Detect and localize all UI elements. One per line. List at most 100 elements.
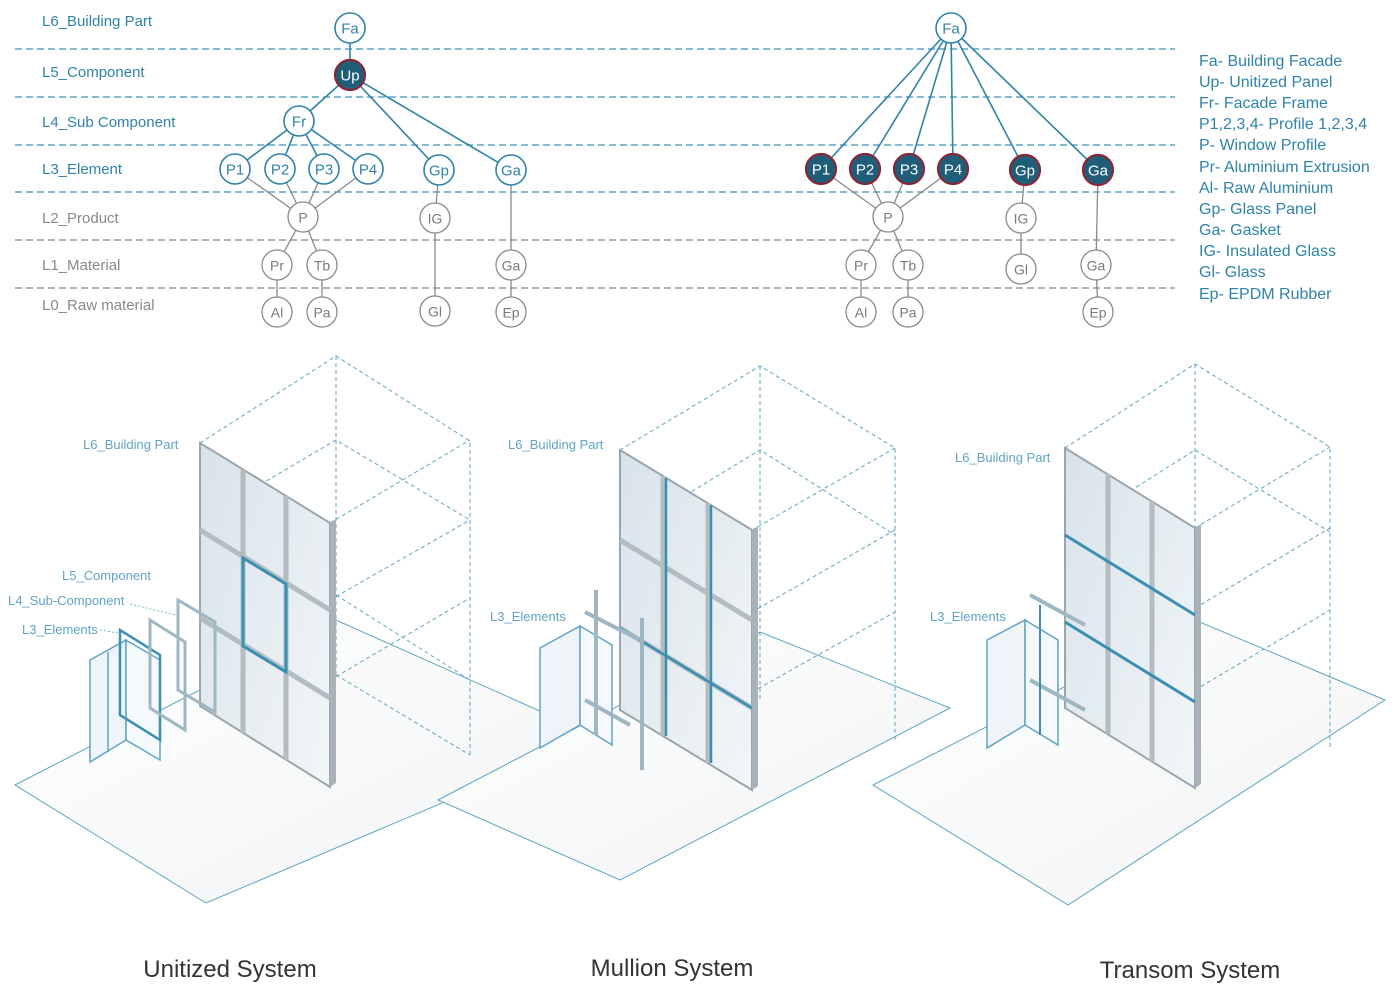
right-node-label: P1 xyxy=(812,162,830,179)
right-node-gl: Gl xyxy=(1005,253,1037,285)
right-node-label: Pr xyxy=(854,258,868,274)
right-edge-fa-p1 xyxy=(820,27,952,170)
right-node-fa: Fa xyxy=(935,12,967,44)
left-edge-up-gp xyxy=(349,74,440,171)
drawing-annotations: L6_Building Part L3_Elements xyxy=(930,450,1051,624)
legend-item-gl: Gl- Glass xyxy=(1199,264,1266,281)
right-node-p: P xyxy=(872,201,904,233)
level-separator-lines xyxy=(15,48,1175,289)
left-node-label: Pa xyxy=(313,305,330,321)
right-node-label: Fa xyxy=(942,21,960,38)
exploded-components xyxy=(986,593,1086,750)
right-node-label: Ga xyxy=(1087,258,1106,274)
facade-grid xyxy=(1105,474,1155,761)
left-node-label: Gp xyxy=(429,163,449,180)
left-node-p: P xyxy=(287,201,319,233)
right-node-label: Pa xyxy=(899,305,916,321)
legend-item-p: P- Window Profile xyxy=(1199,137,1326,154)
level-label-l3: L3_Element xyxy=(42,161,123,178)
right-node-label: Ep xyxy=(1089,305,1106,321)
legend-item-up: Up- Unitized Panel xyxy=(1199,74,1332,91)
right-node-ep: Ep xyxy=(1082,296,1114,328)
annotation-building-part: L6_Building Part xyxy=(955,450,1051,465)
left-node-ga1: Ga xyxy=(495,249,527,281)
right-node-ig: IG xyxy=(1005,202,1037,234)
left-node-label: Ga xyxy=(502,258,521,274)
left-node-fa: Fa xyxy=(334,12,366,44)
right-node-p3: P3 xyxy=(892,152,926,186)
left-node-label: Fr xyxy=(292,114,306,131)
exploded-components xyxy=(89,597,217,764)
left-node-ga: Ga xyxy=(495,154,527,186)
right-node-al: Al xyxy=(845,296,877,328)
legend-item-ig: IG- Insulated Glass xyxy=(1199,243,1336,260)
left-node-up: Up xyxy=(333,58,367,92)
caption-mullion-system: Mullion System xyxy=(591,955,754,982)
left-node-label: P1 xyxy=(226,162,244,179)
left-node-label: P4 xyxy=(359,162,377,179)
legend-item-ep: Ep- EPDM Rubber xyxy=(1199,286,1332,303)
right-node-ga: Ga xyxy=(1081,153,1115,187)
annotation-leaders xyxy=(99,603,176,636)
left-node-gl: Gl xyxy=(419,295,451,327)
volume-wireframe xyxy=(619,365,896,742)
left-node-al: Al xyxy=(261,296,293,328)
drawing-annotations: L6_Building Part L5_Component L4_Sub-Com… xyxy=(8,437,179,637)
left-node-label: P2 xyxy=(271,162,289,179)
facade-edge xyxy=(330,519,336,787)
right-edge-fa-gp xyxy=(950,27,1026,171)
highlighted-transoms xyxy=(1064,533,1196,704)
right-node-label: Al xyxy=(855,305,867,321)
left-node-tb: Tb xyxy=(306,249,338,281)
left-node-label: Up xyxy=(340,68,359,85)
right-node-label: P2 xyxy=(856,162,874,179)
right-node-p2: P2 xyxy=(848,152,882,186)
left-node-p3: P3 xyxy=(308,153,340,185)
right-node-label: P4 xyxy=(944,162,962,179)
left-node-label: Tb xyxy=(314,258,331,274)
annotation-sub-component: L4_Sub-Component xyxy=(8,593,125,608)
annotation-building-part: L6_Building Part xyxy=(508,437,604,452)
annotation-elements: L3_Elements xyxy=(22,622,98,637)
system-captions: Unitized System Mullion System Transom S… xyxy=(143,955,1280,984)
left-node-fr: Fr xyxy=(283,105,315,137)
facade-edge xyxy=(1195,524,1201,788)
left-node-label: P xyxy=(298,210,307,226)
caption-transom-system: Transom System xyxy=(1100,957,1280,984)
right-node-ga1: Ga xyxy=(1080,249,1112,281)
left-edge-up-ga xyxy=(349,74,512,171)
right-node-label: Gl xyxy=(1014,262,1028,278)
left-node-pa: Pa xyxy=(306,296,338,328)
right-node-pa: Pa xyxy=(892,296,924,328)
facade-edge xyxy=(752,526,758,790)
legend-item-ga: Ga- Gasket xyxy=(1199,222,1281,239)
left-node-p2: P2 xyxy=(264,153,296,185)
right-node-label: Ga xyxy=(1088,163,1109,180)
legend-item-gp: Gp- Glass Panel xyxy=(1199,201,1316,218)
left-node-label: Ep xyxy=(502,305,519,321)
left-node-label: P3 xyxy=(315,162,333,179)
right-node-label: Tb xyxy=(900,258,917,274)
legend-item-pr: Pr- Aluminium Extrusion xyxy=(1199,159,1370,176)
right-node-tb: Tb xyxy=(892,249,924,281)
right-node-label: P xyxy=(883,210,892,226)
right-node-gp: Gp xyxy=(1008,153,1042,187)
left-node-p4: P4 xyxy=(352,153,384,185)
level-label-l5: L5_Component xyxy=(42,64,145,81)
right-edge-fa-p2 xyxy=(864,27,952,170)
left-node-ig: IG xyxy=(419,202,451,234)
left-node-label: Pr xyxy=(270,258,284,274)
right-edge-fa-ga xyxy=(950,27,1099,171)
annotation-component: L5_Component xyxy=(62,568,151,583)
left-node-label: Al xyxy=(271,305,283,321)
left-node-label: Gl xyxy=(428,304,442,320)
left-node-label: IG xyxy=(428,211,443,227)
exploded-components xyxy=(539,590,644,770)
caption-unitized-system: Unitized System xyxy=(143,956,316,983)
legend-item-fr: Fr- Facade Frame xyxy=(1199,95,1328,112)
left-node-p1: P1 xyxy=(219,153,251,185)
drawing-annotations: L6_Building Part L3_Elements xyxy=(490,437,604,624)
